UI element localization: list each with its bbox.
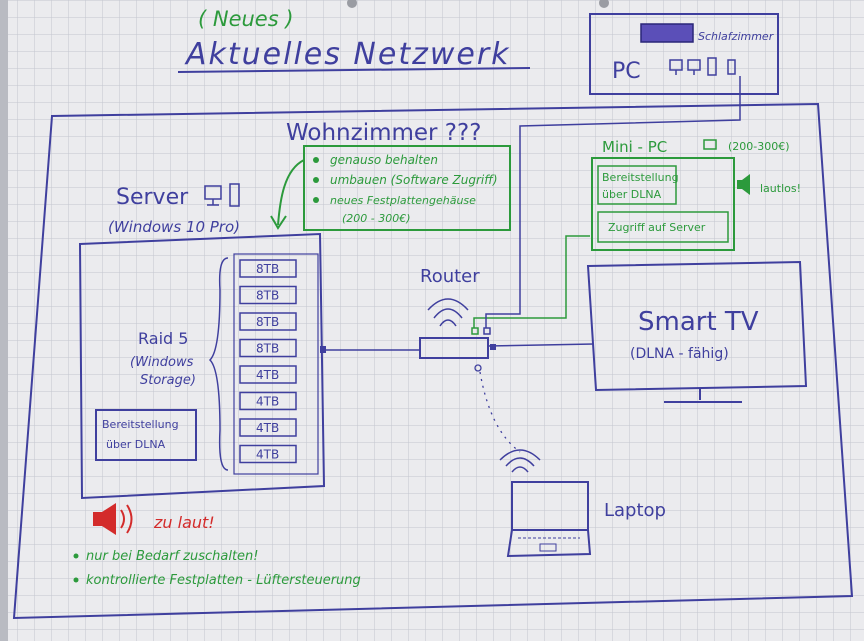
quiet-speaker-icon xyxy=(737,174,750,195)
server-box xyxy=(78,232,326,500)
minipc-dlna-line-2: über DLNA xyxy=(602,188,662,201)
router-box xyxy=(419,337,489,359)
raid-sub-1: (Windows xyxy=(130,355,194,370)
server-bullet-2: kontrollierte Festplatten - Lüftersteuer… xyxy=(86,573,361,588)
minipc-dlna-box xyxy=(597,165,677,205)
server-label: Server xyxy=(116,185,189,210)
notes-arrow xyxy=(277,159,305,226)
server-pc-icon xyxy=(204,183,240,207)
minipc-box xyxy=(591,157,735,251)
disk-1-box xyxy=(239,259,297,278)
keyboard-icon xyxy=(640,23,694,43)
raid-brace xyxy=(208,257,229,471)
tv-sub: (DLNA - fähig) xyxy=(630,346,729,362)
disk-6-box xyxy=(239,391,297,411)
minipc-access: Zugriff auf Server xyxy=(608,221,706,234)
disk-8-label: 4TB xyxy=(256,448,279,462)
router-port xyxy=(474,364,482,372)
link-router-bedroom xyxy=(485,76,741,328)
laptop-label: Laptop xyxy=(604,500,666,521)
disk-6-label: 4TB xyxy=(256,395,279,409)
binder-hole-left xyxy=(347,0,357,8)
server-dlna-line-1: Bereitstellung xyxy=(102,418,179,431)
loud-note: zu laut! xyxy=(153,513,215,532)
disk-2-label: 8TB xyxy=(256,289,279,303)
tv-label: Smart TV xyxy=(638,307,759,337)
laptop-base xyxy=(506,529,592,558)
disk-7-label: 4TB xyxy=(256,421,279,435)
livingroom-label: Wohnzimmer ??? xyxy=(286,120,481,146)
minipc-dlna-line-1: Bereitstellung xyxy=(602,171,679,184)
disk-bracket xyxy=(233,253,319,475)
note-2: umbauen (Software Zugriff) xyxy=(330,173,498,187)
minipc-access-box xyxy=(597,211,729,243)
note-1: genauso behalten xyxy=(330,153,438,167)
binder-hole-right xyxy=(599,0,609,8)
disk-5-box xyxy=(239,365,297,384)
minipc-quiet: lautlos! xyxy=(760,182,801,195)
bedroom-label: Schlafzimmer xyxy=(698,30,775,43)
disk-1-label: 8TB xyxy=(256,262,279,276)
title-underline xyxy=(177,67,531,73)
laptop-wifi-icon xyxy=(499,449,541,473)
note-3: neues Festplattengehäuse xyxy=(330,194,476,207)
disk-8-box xyxy=(239,444,297,464)
notes-box xyxy=(303,145,511,231)
livingroom-box xyxy=(12,102,854,620)
disk-7-box xyxy=(239,418,297,437)
server-dlna-box xyxy=(95,409,197,461)
disk-stack: 8TB 8TB 8TB 8TB 4TB 4TB 4TB 4TB xyxy=(239,259,297,464)
link-router-tv xyxy=(487,343,595,347)
disk-4-box xyxy=(239,338,297,358)
disk-3-label: 8TB xyxy=(256,315,279,329)
minipc-icon xyxy=(703,139,717,150)
server-os: (Windows 10 Pro) xyxy=(108,218,240,236)
router-label: Router xyxy=(420,266,480,287)
link-router-laptop xyxy=(479,371,521,453)
minipc-label: Mini - PC xyxy=(602,138,667,156)
server-dlna-line-2: über DLNA xyxy=(106,438,166,451)
note-4: (200 - 300€) xyxy=(342,212,411,225)
disk-3-box xyxy=(239,312,297,331)
page-title: Aktuelles Netzwerk xyxy=(184,37,511,72)
link-router-minipc xyxy=(473,235,590,328)
tv-box xyxy=(586,260,808,392)
router-wifi-icon xyxy=(427,298,469,327)
disk-4-label: 8TB xyxy=(256,342,279,356)
server-bullet-1: nur bei Bedarf zuschalten! xyxy=(86,549,259,564)
disk-2-box xyxy=(239,285,297,305)
raid-sub-2: Storage) xyxy=(140,373,196,388)
paper-left-edge xyxy=(0,0,8,641)
loud-speaker-icon xyxy=(93,503,133,535)
bedroom-box xyxy=(589,13,779,95)
minipc-price: (200-300€) xyxy=(728,140,790,153)
title-subtitle: ( Neues ) xyxy=(198,7,294,31)
raid-label: Raid 5 xyxy=(138,329,188,348)
bedroom-pc-icon xyxy=(669,57,736,76)
disk-5-label: 4TB xyxy=(256,368,279,382)
bedroom-pc-label: PC xyxy=(612,59,641,84)
